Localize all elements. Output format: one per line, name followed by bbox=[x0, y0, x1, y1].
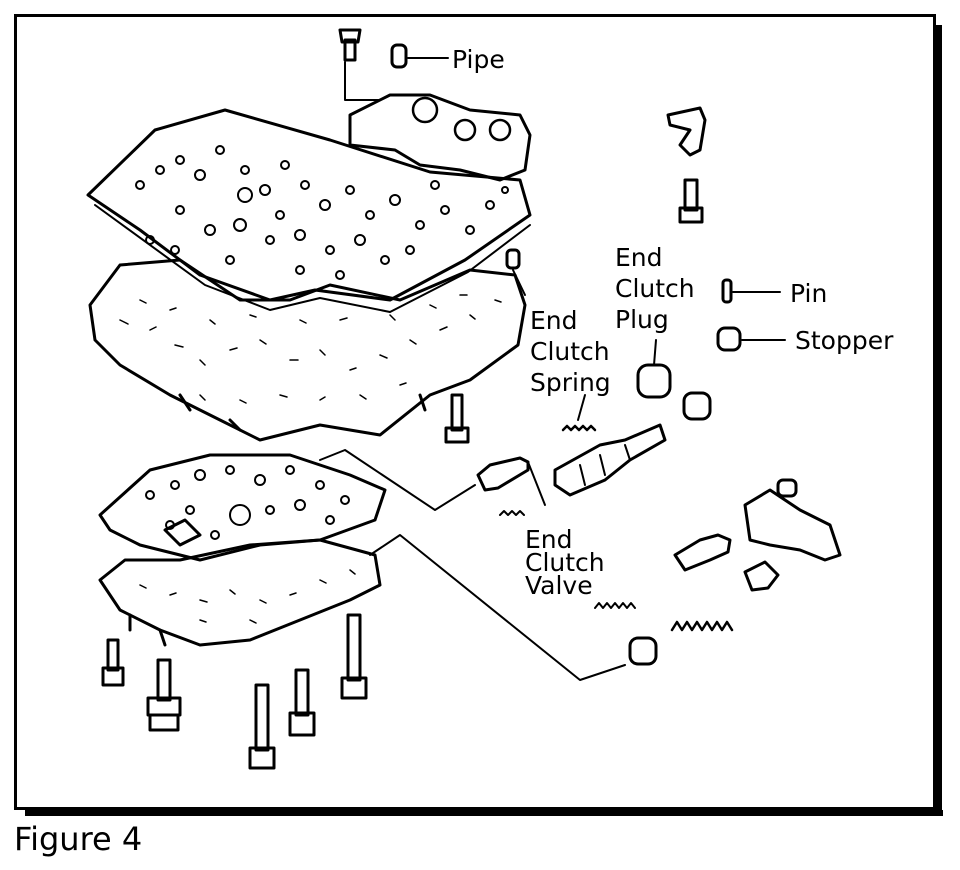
pipe bbox=[390, 43, 408, 69]
lower-spring-1 bbox=[594, 602, 636, 609]
lower-plate-holes bbox=[145, 465, 350, 540]
adjusting-screw bbox=[743, 560, 780, 592]
mounting-bolts bbox=[101, 613, 368, 770]
lower-bracket bbox=[743, 488, 842, 562]
figure-frame bbox=[14, 14, 943, 816]
end-clutch-plug bbox=[636, 363, 672, 399]
lower-plug bbox=[628, 636, 658, 666]
label-end-clutch-plug: End Clutch Plug bbox=[615, 243, 695, 334]
pin bbox=[721, 278, 733, 304]
end-clutch-spring bbox=[561, 424, 597, 432]
lower-valve bbox=[673, 533, 732, 572]
end-clutch-valve bbox=[476, 456, 530, 492]
figure-caption: Figure 4 bbox=[14, 820, 143, 858]
label-end-clutch-spring: End Clutch Spring bbox=[530, 306, 611, 397]
label-pipe: Pipe bbox=[452, 45, 505, 74]
lower-valve-body bbox=[98, 538, 382, 647]
upper-bracket bbox=[666, 106, 707, 157]
cover-plate bbox=[348, 93, 532, 182]
upper-body-bolt bbox=[444, 393, 470, 444]
small-spring bbox=[499, 510, 525, 516]
end-clutch-cap bbox=[682, 391, 712, 421]
sleeve bbox=[553, 423, 667, 497]
upper-separator-plate bbox=[86, 108, 532, 302]
lower-spring-2 bbox=[670, 620, 734, 632]
upper-valve-body bbox=[88, 258, 527, 442]
label-stopper: Stopper bbox=[795, 326, 894, 355]
cover-bolt bbox=[338, 28, 362, 62]
upper-plate-holes bbox=[135, 145, 509, 280]
label-end-clutch-valve: End Clutch Valve bbox=[525, 525, 605, 600]
lower-separator-plate bbox=[98, 453, 387, 562]
stopper bbox=[716, 326, 742, 352]
upper-valve-body-texture bbox=[119, 294, 502, 404]
label-pin: Pin bbox=[790, 279, 828, 308]
